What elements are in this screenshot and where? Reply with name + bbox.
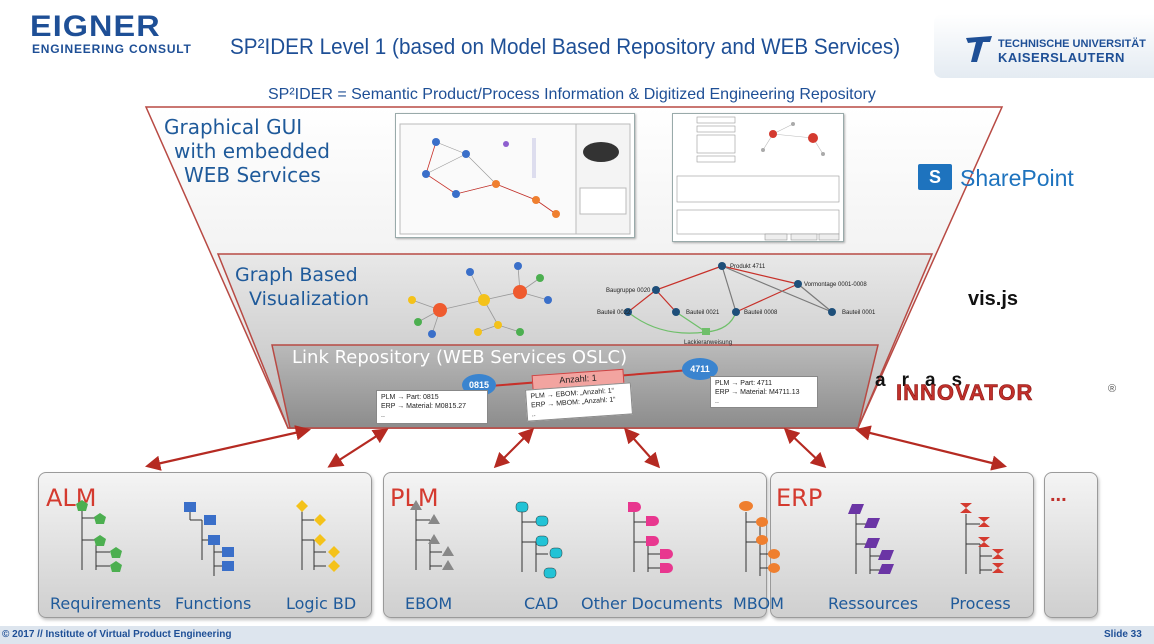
footer-copyright: © 2017 // Institute of Virtual Product E… bbox=[2, 629, 232, 640]
label-cad: CAD bbox=[524, 594, 559, 613]
label-mbom: MBOM bbox=[733, 594, 784, 613]
node-bauteil-0022: Bauteil 0022 bbox=[597, 310, 631, 316]
slide-number: Slide 33 bbox=[1104, 629, 1142, 640]
label-process: Process bbox=[950, 594, 1011, 613]
graph-layer-label: Graph Based Visualization bbox=[235, 263, 369, 311]
university-name-line2: KAISERSLAUTERN bbox=[998, 50, 1125, 65]
university-name-line1: TECHNISCHE UNIVERSITÄT bbox=[998, 38, 1146, 50]
gui-screenshot-graph bbox=[395, 113, 635, 238]
arrow-ressources bbox=[783, 427, 827, 469]
node-produkt: Produkt 4711 bbox=[730, 264, 766, 270]
gui-label-line3: WEB Services bbox=[184, 163, 321, 187]
gui-screenshot-form bbox=[672, 113, 844, 242]
alm-title: ALM bbox=[46, 484, 97, 512]
slide-title: SP²IDER Level 1 (based on Model Based Re… bbox=[230, 34, 901, 59]
gui-layer-label: Graphical GUI with embedded WEB Services bbox=[164, 115, 344, 187]
node-bauteil-0001: Bauteil 0001 bbox=[842, 310, 876, 316]
repo-box-4711-line2: ERP → Material: M4711.13 bbox=[715, 389, 800, 396]
label-other-documents: Other Documents bbox=[581, 594, 723, 613]
repo-box-0815-line3: .. bbox=[381, 412, 385, 419]
sharepoint-label: SharePoint bbox=[960, 165, 1074, 191]
arrow-process bbox=[855, 425, 1007, 471]
registered-mark: ® bbox=[1108, 383, 1117, 395]
label-ressources: Ressources bbox=[828, 594, 919, 613]
node-lackieranweisung: Lackieranweisung bbox=[684, 340, 732, 346]
arrow-requirements bbox=[144, 425, 312, 471]
label-logic-bd: Logic BD bbox=[286, 594, 357, 613]
visjs-label: vis.js bbox=[968, 288, 1019, 310]
erp-title: ERP bbox=[776, 484, 823, 512]
repo-box-4711-line1: PLM → Part: 4711 bbox=[715, 380, 773, 387]
slide-subtitle: SP²IDER = Semantic Product/Process Infor… bbox=[268, 86, 876, 103]
label-requirements: Requirements bbox=[50, 594, 162, 613]
repo-node-4711: 4711 bbox=[682, 358, 718, 380]
graph-label-line2: Visualization bbox=[249, 288, 370, 310]
sharepoint-icon: S bbox=[918, 164, 952, 190]
repo-box-0815-line1: PLM → Part: 0815 bbox=[381, 394, 439, 401]
plm-title: PLM bbox=[390, 484, 439, 512]
gui-label-line1: Graphical GUI bbox=[164, 115, 303, 139]
repo-box-4711: PLM → Part: 4711 ERP → Material: M4711.1… bbox=[710, 376, 818, 408]
gui-label-line2: with embedded bbox=[174, 139, 330, 163]
university-logo-panel bbox=[934, 14, 1154, 78]
node-bauteil-0008: Bauteil 0008 bbox=[744, 310, 778, 316]
repo-box-0815: PLM → Part: 0815 ERP → Material: M0815.2… bbox=[376, 390, 488, 424]
arrow-other-documents bbox=[623, 427, 661, 469]
tu-logo-icon bbox=[966, 36, 992, 62]
aras-logo-innovator: INNOVATOR bbox=[896, 380, 1034, 406]
link-layer-label: Link Repository (WEB Services OSLC) bbox=[292, 347, 628, 368]
node-vormontage: Vormontage 0001-0008 bbox=[804, 282, 867, 288]
gui-screenshot-graph-content bbox=[399, 123, 631, 235]
repo-box-0815-line2: ERP → Material: M0815.27 bbox=[381, 403, 467, 410]
graph-label-line1: Graph Based bbox=[235, 264, 358, 286]
arrow-ebom bbox=[493, 427, 535, 469]
plm-system-box bbox=[383, 472, 767, 618]
repo-box-4711-line3: .. bbox=[715, 398, 719, 405]
node-baugruppe: Baugruppe 0020 bbox=[606, 288, 651, 294]
label-ebom: EBOM bbox=[405, 594, 453, 613]
more-systems-box bbox=[1044, 472, 1098, 618]
graph-illustration bbox=[408, 262, 552, 338]
eigner-logo: EIGNER bbox=[30, 10, 161, 43]
eigner-logo-subtitle: ENGINEERING CONSULT bbox=[32, 42, 192, 56]
footer-bar bbox=[0, 626, 1154, 644]
product-graph-nodes bbox=[624, 262, 836, 335]
arrow-logic-bd bbox=[327, 428, 389, 468]
gui-screenshot-form-content bbox=[676, 116, 840, 241]
aras-logo-top: aras bbox=[875, 370, 979, 391]
label-functions: Functions bbox=[175, 594, 252, 613]
more-systems-ellipsis: ... bbox=[1050, 484, 1067, 506]
node-bauteil-0021: Bauteil 0021 bbox=[686, 310, 720, 316]
